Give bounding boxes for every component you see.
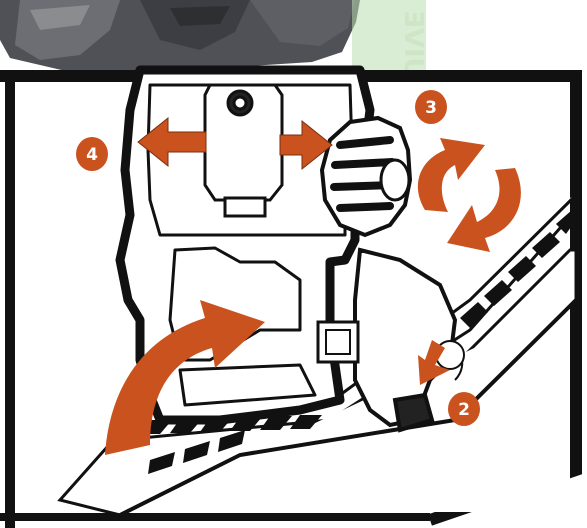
screw-block [205,85,282,216]
step-badge-4: 4 [76,137,108,171]
step-badge-2: 2 [448,392,480,426]
adjustment-knob [322,118,410,235]
step-badge-4-label: 4 [86,145,98,165]
corner-photo [0,0,360,72]
square-detail [318,322,358,362]
corner-photo-label: ƎVIU [352,0,428,79]
step-badge-3: 3 [415,90,447,124]
step-badge-3-label: 3 [425,98,437,118]
corner-photo-text: ƎVIU [398,10,428,79]
step-badge-2-label: 2 [458,400,470,420]
